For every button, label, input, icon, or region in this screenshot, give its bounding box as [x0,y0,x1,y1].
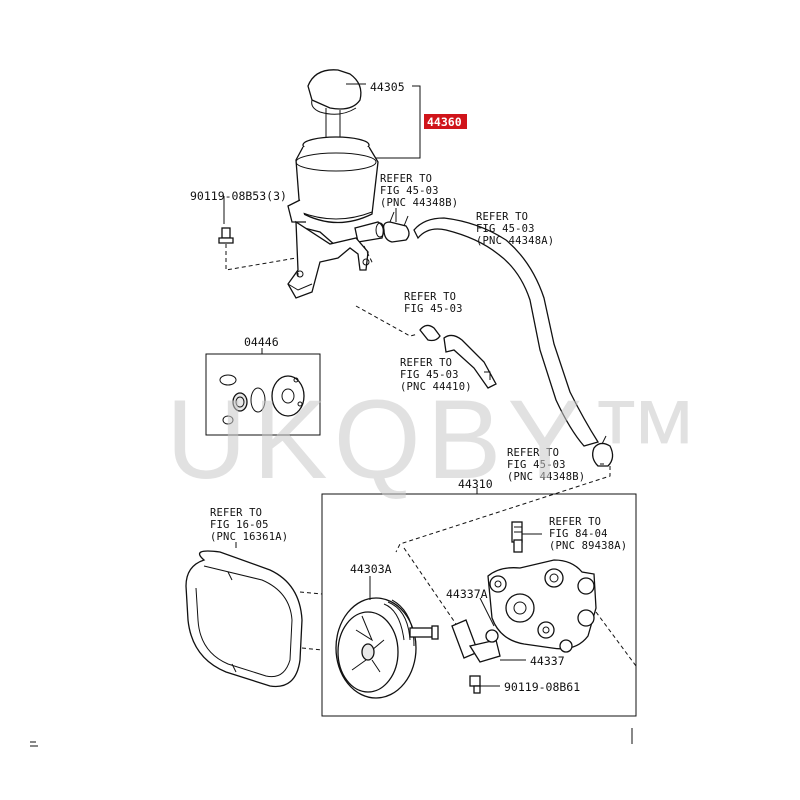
svg-text:FIG 16-05: FIG 16-05 [210,519,269,531]
box-44310 [321,493,637,717]
ref-block-1: REFER TO FIG 45-03 (PNC 44348B) [380,173,458,209]
bolt-90119-08b53[interactable] [218,227,234,244]
label-44360[interactable]: 44360 [427,115,462,129]
label-04446: 04446 [244,335,279,349]
svg-text:(PNC 16361A): (PNC 16361A) [210,531,288,543]
svg-text:REFER TO: REFER TO [404,291,456,303]
ref-block-2: REFER TO FIG 45-03 (PNC 44348A) [476,211,554,247]
label-44303a: 44303A [350,562,392,576]
drive-belt[interactable] [185,550,303,688]
return-hose[interactable] [443,334,497,389]
reservoir-tank[interactable] [287,136,385,255]
pulley-44303a[interactable] [335,597,439,699]
label-44310: 44310 [458,477,493,491]
label-90119-08b61: 90119-08B61 [504,680,580,694]
svg-text:FIG 45-03: FIG 45-03 [380,185,439,197]
label-44305: 44305 [370,80,405,94]
pressure-sensor[interactable] [511,521,523,553]
kit-04446-seals[interactable] [219,374,305,425]
clamp-return[interactable] [419,324,441,342]
box-04446 [205,353,321,436]
svg-text:(PNC 44348B): (PNC 44348B) [507,471,585,483]
svg-text:(PNC 44410): (PNC 44410) [400,381,472,393]
reservoir-cap[interactable] [307,69,362,142]
bolt-90119-08b61[interactable] [469,675,481,694]
ref-block-7: REFER TO FIG 16-05 (PNC 16361A) [210,507,288,543]
union-fitting[interactable] [451,619,501,663]
svg-text:REFER TO: REFER TO [210,507,262,519]
svg-text:REFER TO: REFER TO [476,211,528,223]
svg-text:REFER TO: REFER TO [549,516,601,528]
watermark: UKQBY™ [166,377,706,502]
reservoir-bracket[interactable] [287,220,370,299]
label-44337a: 44337A [446,587,488,601]
supply-hose[interactable] [413,217,600,447]
ref-block-5: REFER TO FIG 45-03 (PNC 44348B) [507,447,585,483]
svg-text:FIG 45-03: FIG 45-03 [404,303,463,315]
svg-text:REFER TO: REFER TO [507,447,559,459]
svg-text:REFER TO: REFER TO [400,357,452,369]
svg-text:(PNC 89438A): (PNC 89438A) [549,540,627,552]
pump-body[interactable] [487,559,597,653]
svg-text:REFER TO: REFER TO [380,173,432,185]
ref-block-3: REFER TO FIG 45-03 [404,291,463,315]
label-44337: 44337 [530,654,565,668]
svg-text:FIG 45-03: FIG 45-03 [507,459,566,471]
svg-text:(PNC 44348B): (PNC 44348B) [380,197,458,209]
svg-text:FIG 84-04: FIG 84-04 [549,528,608,540]
svg-text:FIG 45-03: FIG 45-03 [400,369,459,381]
svg-text:(PNC 44348A): (PNC 44348A) [476,235,554,247]
clamp-lower[interactable] [592,435,614,467]
ref-block-4: REFER TO FIG 45-03 (PNC 44410) [400,357,472,393]
svg-text:FIG 45-03: FIG 45-03 [476,223,535,235]
ref-block-6: REFER TO FIG 84-04 (PNC 89438A) [549,516,627,552]
clamp-upper[interactable] [382,211,410,243]
highlight-44360 [424,114,467,129]
label-90119-08b53: 90119-08B53(3) [190,189,287,203]
